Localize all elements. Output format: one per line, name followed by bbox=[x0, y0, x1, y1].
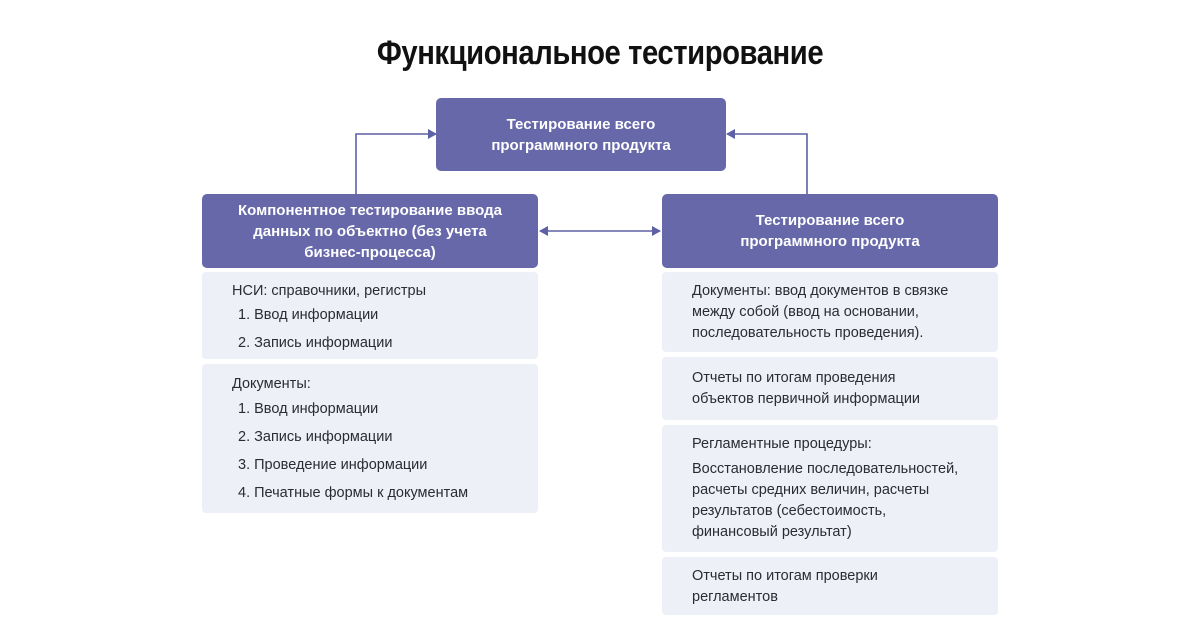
right-node: Тестирование всего программного продукта bbox=[662, 194, 998, 268]
card-line: результатов (себестоимость, bbox=[692, 503, 887, 519]
card-line: Отчеты по итогам проведения bbox=[692, 370, 896, 386]
card-line: между собой (ввод на основании, bbox=[692, 304, 919, 320]
top-node-line: программного продукта bbox=[491, 136, 671, 154]
left-node-line: бизнес-процесса) bbox=[304, 243, 436, 261]
left-node-line: данных по объектно (без учета bbox=[253, 222, 487, 240]
left-node-line: Компонентное тестирование ввода bbox=[238, 201, 502, 219]
left-card-nsi: НСИ: справочники, регистры 1. Ввод инфор… bbox=[202, 272, 538, 359]
right-card-checks: Отчеты по итогам проверки регламентов bbox=[662, 557, 998, 615]
right-card-procedures: Регламентные процедуры: Восстановление п… bbox=[662, 425, 998, 552]
right-node-line: программного продукта bbox=[740, 233, 920, 250]
card-heading: Документы: bbox=[232, 376, 311, 392]
card-line: финансовый результат) bbox=[692, 524, 852, 540]
top-node-line: Тестирование всего bbox=[506, 115, 656, 133]
list-item: 1. Ввод информации bbox=[238, 401, 379, 417]
page-title: Функциональное тестирование bbox=[376, 34, 824, 72]
right-card-documents: Документы: ввод документов в связке межд… bbox=[662, 272, 998, 352]
left-node: Компонентное тестирование ввода данных п… bbox=[202, 194, 538, 268]
left-card-documents: Документы: 1. Ввод информации 2. Запись … bbox=[202, 364, 538, 513]
list-item: 4. Печатные формы к документам bbox=[238, 485, 469, 501]
card-heading: НСИ: справочники, регистры bbox=[232, 283, 426, 299]
list-item: 2. Запись информации bbox=[238, 429, 393, 445]
left-to-top-arrow bbox=[355, 129, 437, 194]
card-line: объектов первичной информации bbox=[692, 391, 921, 407]
card-line: регламентов bbox=[692, 589, 778, 605]
right-to-top-arrow bbox=[726, 129, 808, 194]
card-heading: Регламентные процедуры: bbox=[692, 436, 872, 452]
card-line: Отчеты по итогам проверки bbox=[692, 568, 878, 584]
right-card-reports: Отчеты по итогам проведения объектов пер… bbox=[662, 357, 998, 420]
card-line: расчеты средних величин, расчеты bbox=[692, 482, 930, 498]
card-line: Восстановление последовательностей, bbox=[692, 461, 959, 477]
list-item: 2. Запись информации bbox=[238, 335, 393, 351]
card-line: последовательность проведения). bbox=[692, 325, 924, 341]
right-node-line: Тестирование всего bbox=[755, 212, 905, 229]
list-item: 1. Ввод информации bbox=[238, 307, 379, 323]
card-line: Документы: ввод документов в связке bbox=[692, 283, 949, 299]
list-item: 3. Проведение информации bbox=[238, 457, 428, 473]
top-node: Тестирование всего программного продукта bbox=[436, 98, 726, 171]
